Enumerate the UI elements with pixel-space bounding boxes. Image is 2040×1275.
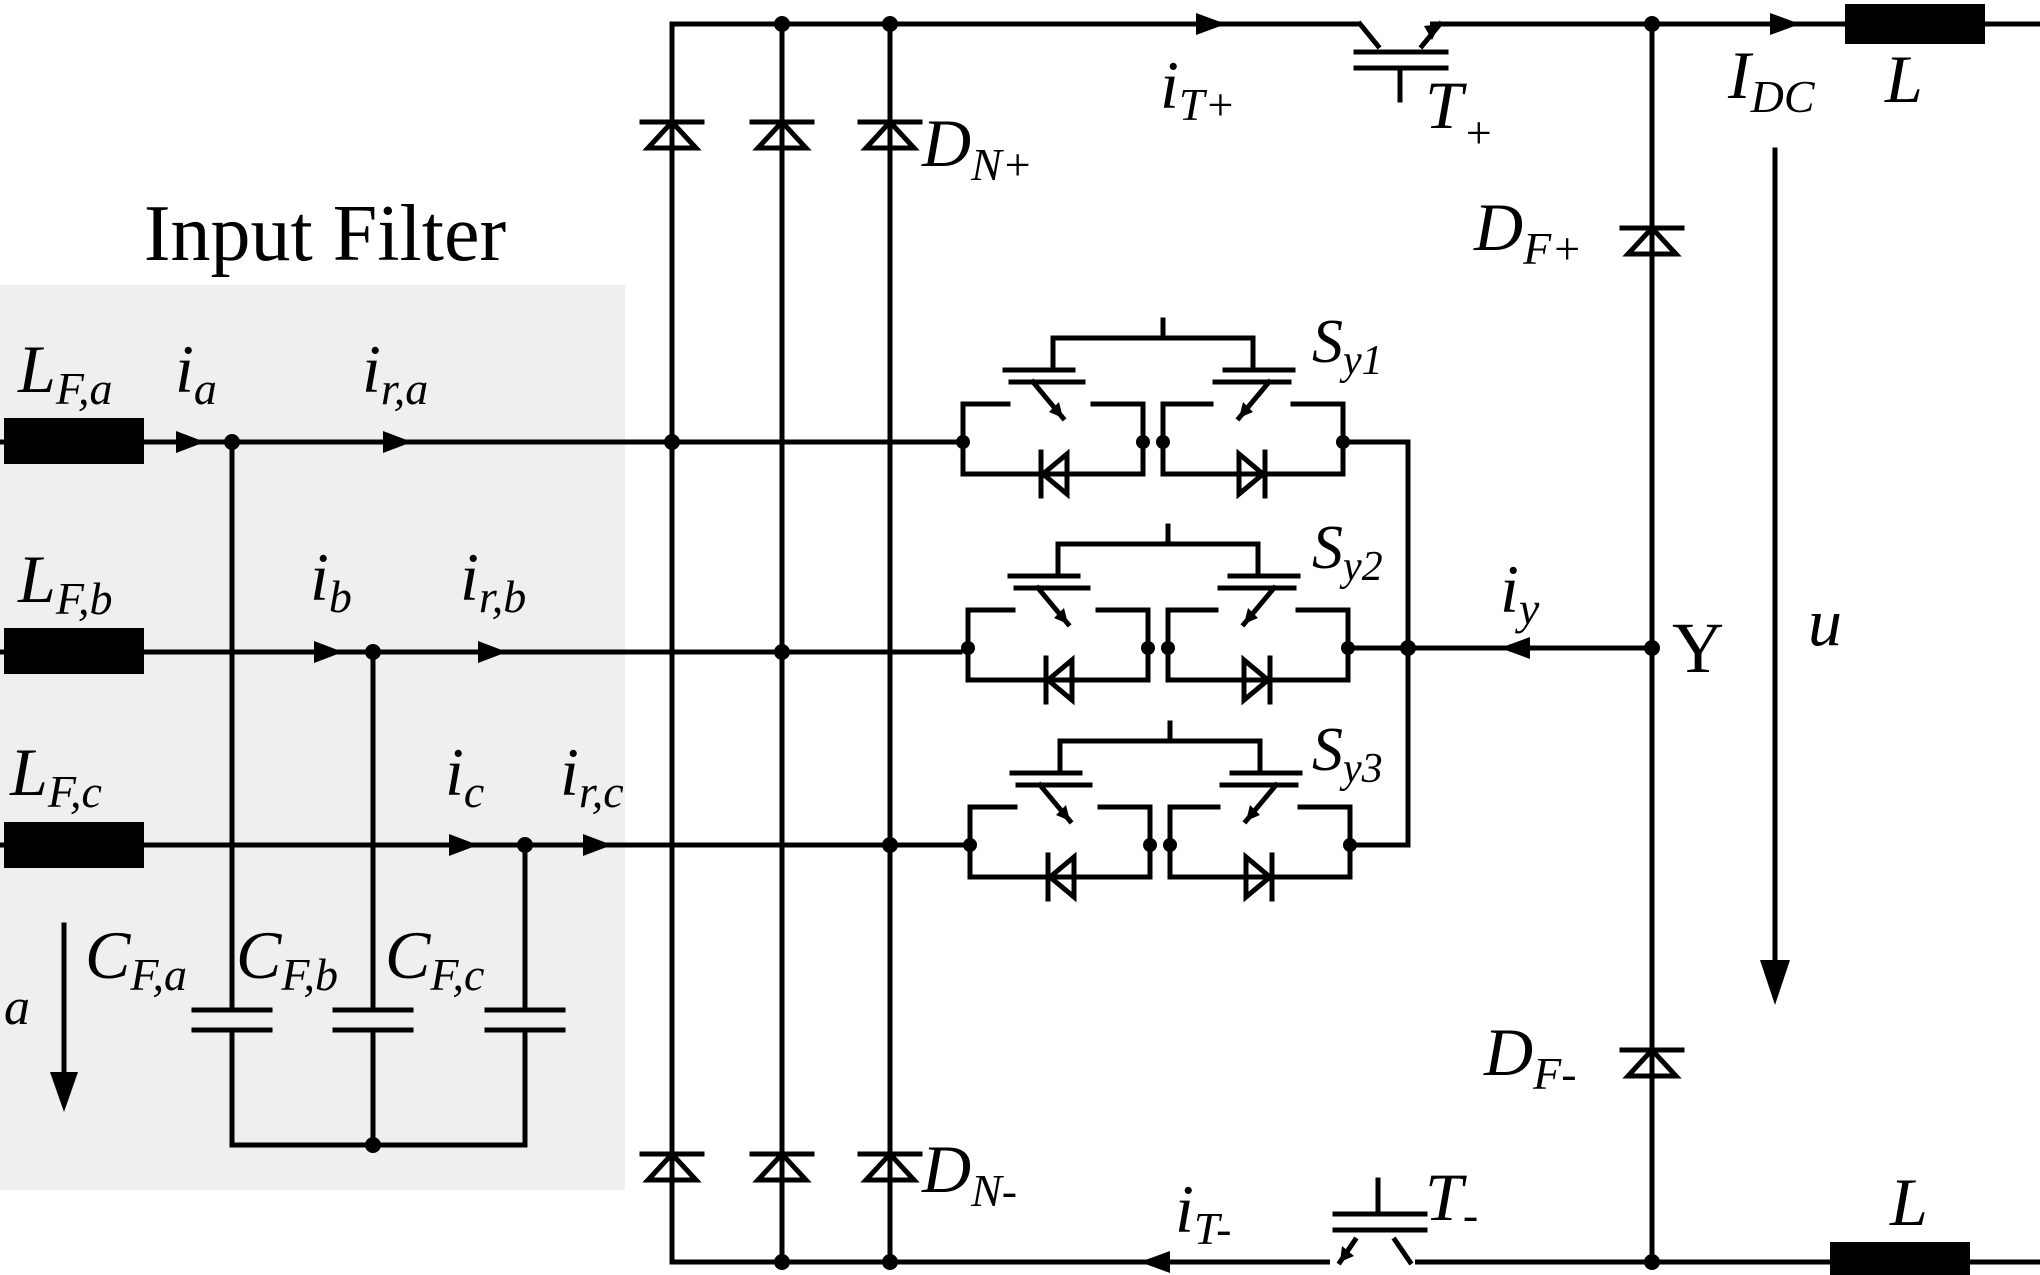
label-ia: ia [175,331,217,414]
input-current-arrows [176,431,612,856]
label-cfb: CF,b [236,917,338,1000]
label-sy3: Sy3 [1312,716,1383,792]
diode-bridge [642,16,920,1270]
label-a: a [4,979,30,1036]
label-ic: ic [445,734,484,817]
label-lfa: LF,a [17,331,113,414]
label-ib: ib [310,539,352,622]
labels: LF,a LF,b LF,c ia ir,a ib ir,b ic ir,c C… [4,37,1928,1254]
label-y: Y [1672,608,1724,688]
label-u: u [1808,584,1842,660]
inductor-lfa [4,418,144,464]
transistor-tplus [1353,10,1449,103]
freewheel-branch [1622,16,1682,1270]
switch-sy2 [961,526,1355,702]
transistor-tminus [1330,1177,1428,1275]
input-filter-title: Input Filter [144,190,506,278]
label-cfa: CF,a [85,917,187,1000]
label-dfp: DF+ [1473,189,1582,274]
label-ira: ir,a [362,331,428,414]
label-dfm: DF- [1483,1014,1577,1099]
label-itp: iT+ [1160,47,1236,130]
inductor-lfb [4,628,144,674]
label-l-top: L [1884,41,1923,117]
inductor-l-bottom [1830,1242,1970,1275]
label-itm: iT- [1175,1171,1231,1254]
label-idc: IDC [1727,37,1816,122]
switch-sy1 [956,320,1350,496]
inductor-l-top [1845,4,1985,44]
label-lfc: LF,c [9,734,102,817]
label-cfc: CF,c [385,917,484,1000]
label-irb: ir,b [460,539,526,622]
label-sy1: Sy1 [1312,308,1383,384]
label-tm: T- [1425,1159,1478,1240]
label-dnm: DN- [921,1131,1017,1216]
label-tp: T+ [1425,67,1494,158]
inductor-lfc [4,822,144,868]
voltage-arrow-u [1760,147,1790,1005]
label-irc: ir,c [560,734,624,817]
switch-sy3 [963,723,1357,899]
label-lfb: LF,b [17,541,113,624]
label-sy2: Sy2 [1312,514,1383,590]
label-dnp: DN+ [921,105,1033,190]
y-wiring [1340,439,1660,848]
label-iy: iy [1500,551,1540,634]
filter-capacitors [194,434,563,1153]
label-l-bottom: L [1889,1164,1928,1240]
voltage-arrow-a [50,922,78,1112]
